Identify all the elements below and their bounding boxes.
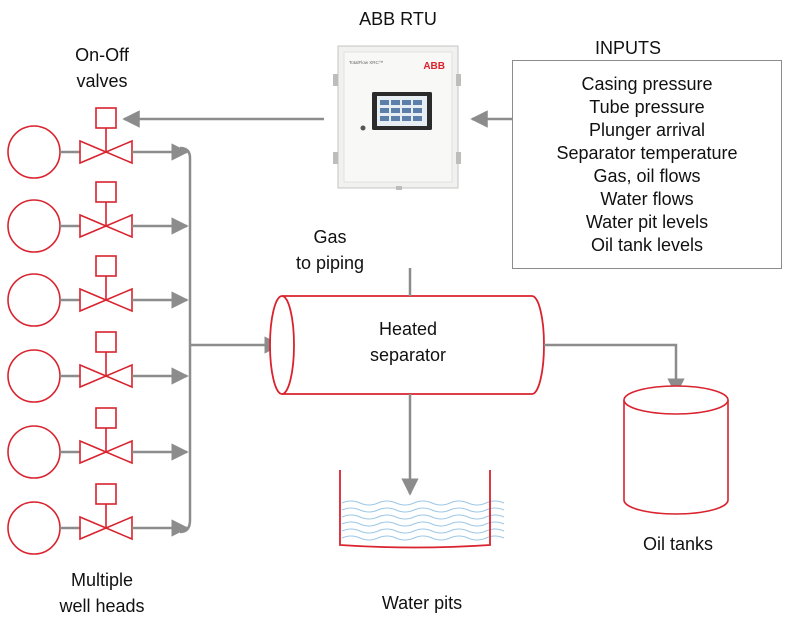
wellheads-label-line2: well heads: [59, 596, 145, 616]
on-off-valves: [79, 107, 133, 541]
well-pipes: [60, 150, 80, 530]
gas-label-line2: to piping: [295, 253, 365, 273]
oil-outlet-pipe: [544, 343, 685, 396]
gas-label: Gas to piping: [280, 224, 380, 276]
inputs-list: Casing pressure Tube pressure Plunger ar…: [513, 61, 781, 257]
oil-tanks-label: Oil tanks: [642, 534, 714, 554]
input-item: Oil tank levels: [590, 235, 704, 255]
input-item: Water flows: [600, 189, 694, 209]
well-head-6: [7, 501, 61, 555]
abb-rtu-cabinet: TotalFlow XRC™ ABB: [333, 45, 461, 190]
well-head-1: [7, 125, 61, 179]
input-item: Casing pressure: [581, 74, 713, 94]
water-waves: [341, 500, 505, 541]
input-item: Water pit levels: [585, 212, 709, 232]
well-head-2: [7, 199, 61, 253]
water-pit: [339, 470, 505, 549]
wellheads-label: Multiple well heads: [42, 567, 162, 619]
abb-logo: ABB: [423, 61, 445, 72]
valves-label-line2: valves: [76, 71, 128, 91]
input-item: Tube pressure: [589, 97, 705, 117]
valve-outlets: [132, 143, 189, 537]
well-head-3: [7, 273, 61, 327]
valves-label-line1: On-Off: [75, 45, 129, 65]
gas-label-line1: Gas: [313, 227, 347, 247]
valve-icon: [79, 407, 133, 465]
input-item: Separator temperature: [556, 143, 738, 163]
valve-icon: [79, 331, 133, 389]
inputs-box: Casing pressure Tube pressure Plunger ar…: [512, 60, 782, 269]
valves-label: On-Off valves: [52, 42, 152, 94]
input-item: Plunger arrival: [588, 120, 706, 140]
inputs-title: INPUTS: [594, 38, 661, 58]
rtu-screen-cells: [380, 100, 422, 121]
heated-separator: [269, 295, 545, 395]
oil-tank: [623, 385, 729, 515]
rtu-model-text: TotalFlow XRC™: [349, 60, 383, 65]
well-head-5: [7, 425, 61, 479]
separator-label-line1: Heated: [378, 319, 438, 339]
valve-icon: [79, 255, 133, 313]
well-heads: [7, 125, 61, 555]
separator-label-line2: separator: [369, 345, 447, 365]
manifold: [179, 146, 282, 534]
valve-icon: [79, 107, 133, 165]
wellheads-label-line1: Multiple: [70, 570, 134, 590]
input-item: Gas, oil flows: [593, 166, 701, 186]
water-pits-label: Water pits: [381, 593, 463, 613]
rtu-title: ABB RTU: [359, 9, 437, 29]
rtu-key-lock: [360, 125, 366, 131]
valve-icon: [79, 181, 133, 239]
separator-label: Heated separator: [348, 316, 468, 368]
well-head-4: [7, 349, 61, 403]
valve-icon: [79, 483, 133, 541]
